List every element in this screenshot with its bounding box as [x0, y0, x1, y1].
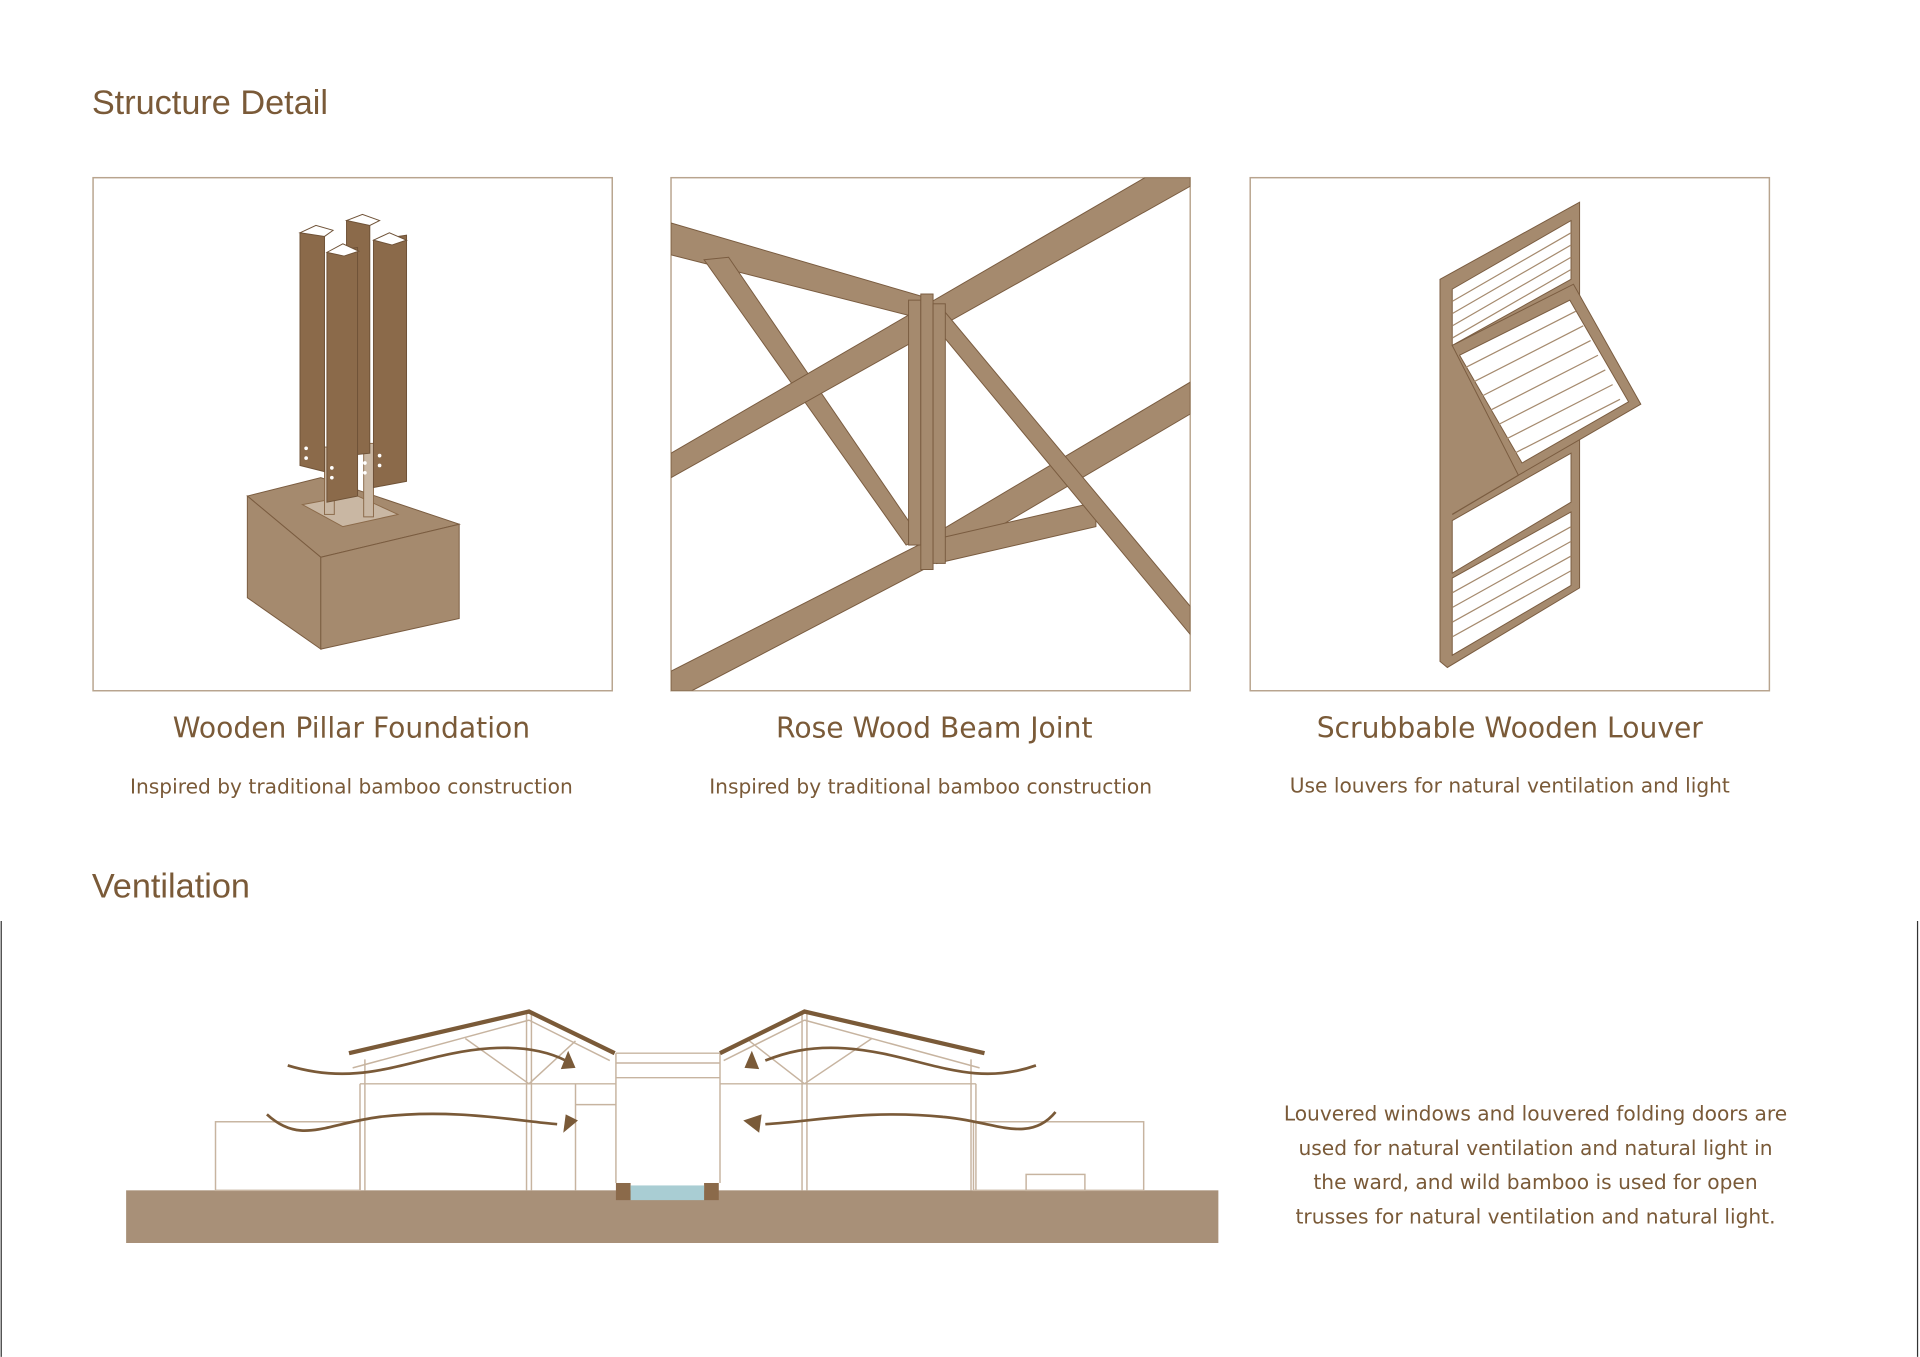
description-line: Louvered windows and louvered folding do…: [1284, 1102, 1787, 1126]
detail-title-1: Wooden Pillar Foundation: [173, 711, 530, 744]
ventilation-heading: Ventilation: [92, 868, 250, 906]
beam-joint-illustration: [671, 177, 1191, 691]
detail-title-3: Scrubbable Wooden Louver: [1317, 711, 1704, 744]
pillar-foundation-illustration: [246, 213, 461, 651]
pillar-foundation-panel: [92, 176, 613, 692]
detail-description-2: Inspired by traditional bamboo construct…: [709, 775, 1152, 799]
louver-illustration: [1439, 201, 1642, 669]
structure-detail-heading: Structure Detail: [92, 84, 328, 122]
detail-description-1: Inspired by traditional bamboo construct…: [130, 775, 573, 799]
airflow-arrows: [266, 1046, 1057, 1133]
beam-joint-panel: [670, 176, 1191, 692]
louver-panel: [1249, 176, 1771, 692]
description-line: the ward, and wild bamboo is used for op…: [1313, 1170, 1757, 1194]
detail-description-3: Use louvers for natural ventilation and …: [1290, 773, 1730, 797]
detail-title-2: Rose Wood Beam Joint: [776, 711, 1092, 744]
description-line: trusses for natural ventilation and natu…: [1295, 1204, 1775, 1228]
description-line: used for natural ventilation and natural…: [1299, 1136, 1773, 1160]
ventilation-section-drawing: [126, 1009, 1219, 1243]
water-channel: [630, 1185, 705, 1201]
ventilation-description: Louvered windows and louvered folding do…: [1284, 1102, 1787, 1229]
